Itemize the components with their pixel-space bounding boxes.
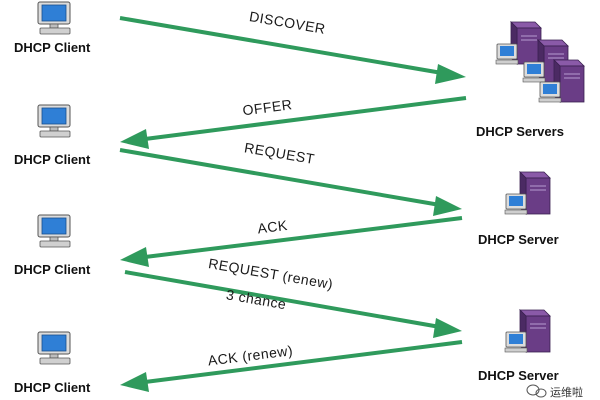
- server-label: DHCP Server: [478, 368, 559, 383]
- server-3: DHCP Server: [478, 309, 559, 383]
- client-1: DHCP Client: [14, 1, 91, 55]
- server-icon: [504, 171, 551, 215]
- message-label: REQUEST: [243, 139, 316, 167]
- arrow-discover: DISCOVER: [119, 8, 466, 84]
- computer-icon: [37, 1, 71, 35]
- wechat-icon: [526, 384, 547, 398]
- message-label: DISCOVER: [248, 8, 327, 37]
- client-3: DHCP Client: [14, 214, 91, 277]
- server-group: DHCP Servers: [476, 21, 585, 139]
- message-label: REQUEST (renew): [207, 255, 334, 292]
- computer-icon: [37, 104, 71, 138]
- client-2: DHCP Client: [14, 104, 91, 167]
- computer-icon: [37, 331, 71, 365]
- watermark-text: 运维啦: [550, 385, 583, 399]
- message-label: OFFER: [242, 96, 294, 118]
- server-label: DHCP Server: [478, 232, 559, 247]
- server-icon: [504, 309, 551, 353]
- arrow-offer: OFFER: [120, 96, 467, 149]
- client-label: DHCP Client: [14, 152, 91, 167]
- arrow-ack-renew: ACK (renew): [120, 340, 463, 392]
- arrow-request: REQUEST: [119, 139, 462, 216]
- client-4: DHCP Client: [14, 331, 91, 395]
- message-sublabel: 3 chance: [225, 286, 288, 312]
- watermark: 运维啦: [526, 384, 583, 399]
- computer-icon: [37, 214, 71, 248]
- message-label: ACK: [257, 217, 289, 237]
- server-2: DHCP Server: [478, 171, 559, 247]
- arrow-ack: ACK: [120, 216, 463, 267]
- client-label: DHCP Client: [14, 380, 91, 395]
- server-icon: [495, 21, 542, 65]
- server-group-icon: [495, 21, 585, 103]
- server-label: DHCP Servers: [476, 124, 564, 139]
- client-label: DHCP Client: [14, 40, 91, 55]
- client-label: DHCP Client: [14, 262, 91, 277]
- arrow-request-renew: REQUEST (renew) 3 chance: [124, 255, 462, 338]
